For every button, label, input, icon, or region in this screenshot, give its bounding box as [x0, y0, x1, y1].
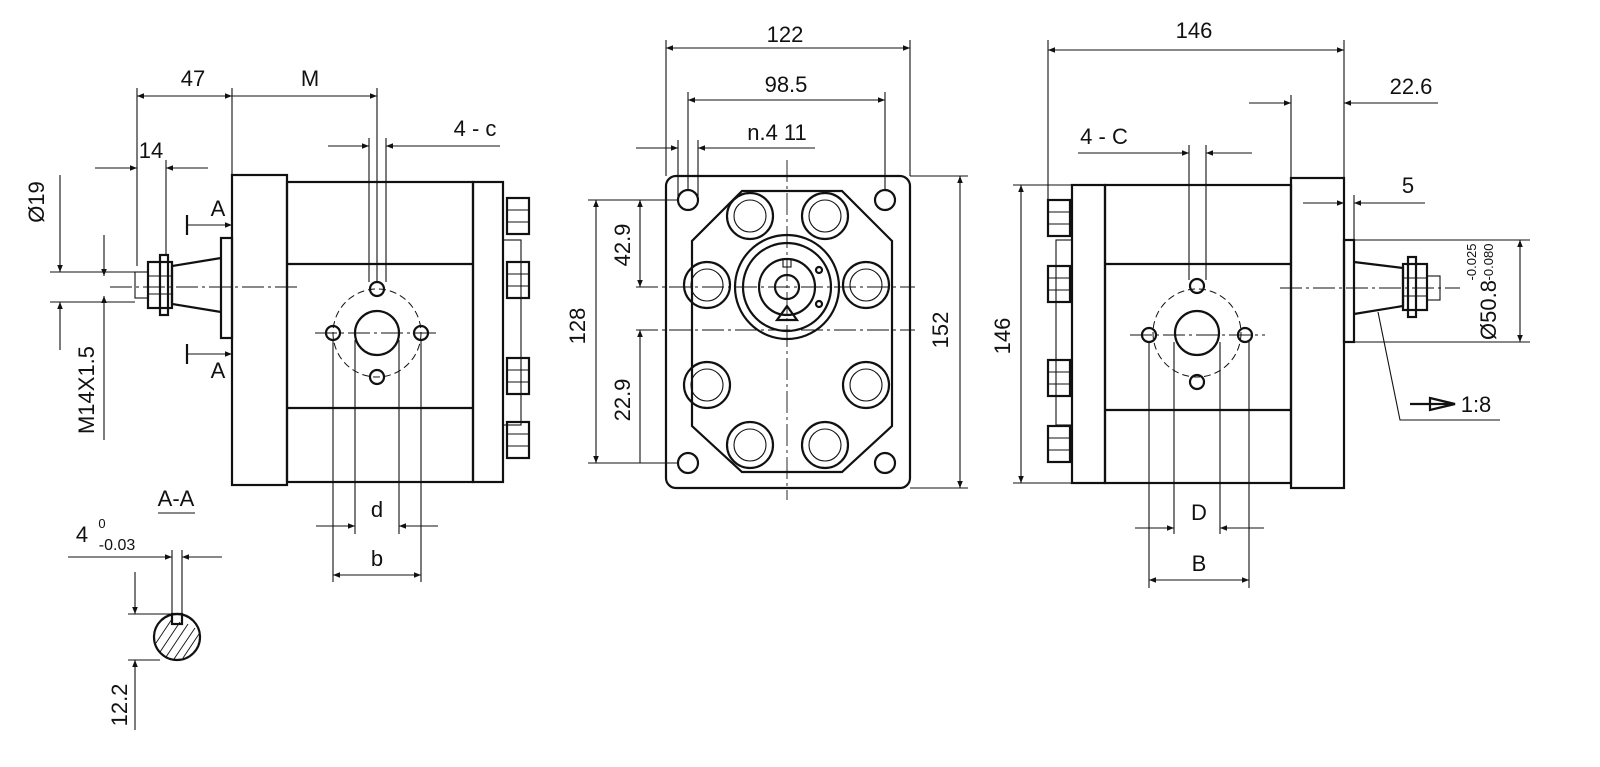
dim-m14-label: M14X1.5 — [74, 346, 99, 434]
left-rear-cover — [471, 180, 505, 484]
left-flange — [230, 173, 289, 487]
front-view — [588, 40, 968, 500]
dim-22-9-label: 22.9 — [610, 379, 635, 422]
dim-4C-label: 4 - C — [1080, 124, 1128, 149]
left-body — [285, 180, 475, 484]
dim-146-side-label: 146 — [990, 318, 1015, 355]
front-flange-plate — [664, 174, 912, 490]
right-pilot — [1342, 238, 1356, 344]
left-shaft-taper — [170, 256, 222, 314]
right-side-view — [1013, 40, 1530, 588]
dim-22-6-label: 22.6 — [1390, 74, 1433, 99]
right-port-bolt-circle — [1152, 288, 1242, 378]
dim-122-label: 122 — [767, 22, 804, 47]
dim-14-label: 14 — [139, 138, 163, 163]
section-a-a — [68, 512, 222, 730]
section-a-top-label: A — [211, 196, 226, 221]
dim-146-top-label: 146 — [1176, 18, 1213, 43]
section-a-bottom-label: A — [211, 358, 226, 383]
dim-4-key-upper-tol: 0 — [98, 516, 105, 531]
shaft-key — [170, 612, 184, 626]
dim-dia50-8-label: Ø50.8 — [1476, 280, 1501, 340]
dim-4-key-lower-tol: -0.03 — [99, 537, 136, 554]
dim-B-label: B — [1192, 551, 1207, 576]
dim-taper-label: 1:8 — [1461, 392, 1492, 417]
dim-d-label: d — [371, 497, 383, 522]
dim-98-5-label: 98.5 — [765, 72, 808, 97]
left-rear-bolts — [505, 196, 531, 460]
section-aa-title: A-A — [158, 486, 195, 511]
dim-dia50-8-lower-tol: -0.080 — [1481, 244, 1496, 281]
dim-b-label: b — [371, 546, 383, 571]
dim-5-label: 5 — [1402, 173, 1414, 198]
dim-m-label: M — [301, 66, 319, 91]
dim-152-label: 152 — [928, 312, 953, 349]
dim-42-9-label: 42.9 — [610, 224, 635, 267]
right-body — [1103, 183, 1293, 485]
right-port-hole — [1173, 309, 1221, 357]
shaft-section-circle — [152, 612, 202, 662]
dim-12-2-label: 12.2 — [107, 684, 132, 727]
dim-4c-label: 4 - c — [454, 116, 497, 141]
dim-dia50-8-upper-tol: -0.025 — [1464, 244, 1479, 281]
dim-4-key-label: 4 — [76, 522, 88, 547]
front-bolts — [682, 191, 891, 470]
right-flange — [1289, 176, 1346, 490]
dim-128-label: 128 — [565, 308, 590, 345]
left-side-view — [50, 88, 531, 582]
dim-47-label: 47 — [181, 66, 205, 91]
dim-dia19-label: Ø19 — [24, 181, 49, 223]
right-rear-bolts — [1046, 198, 1072, 464]
left-pilot — [219, 236, 234, 340]
right-rear-cover — [1070, 183, 1107, 485]
dim-n4-11-label: n.4 11 — [747, 120, 807, 145]
dim-D-label: D — [1191, 500, 1207, 525]
